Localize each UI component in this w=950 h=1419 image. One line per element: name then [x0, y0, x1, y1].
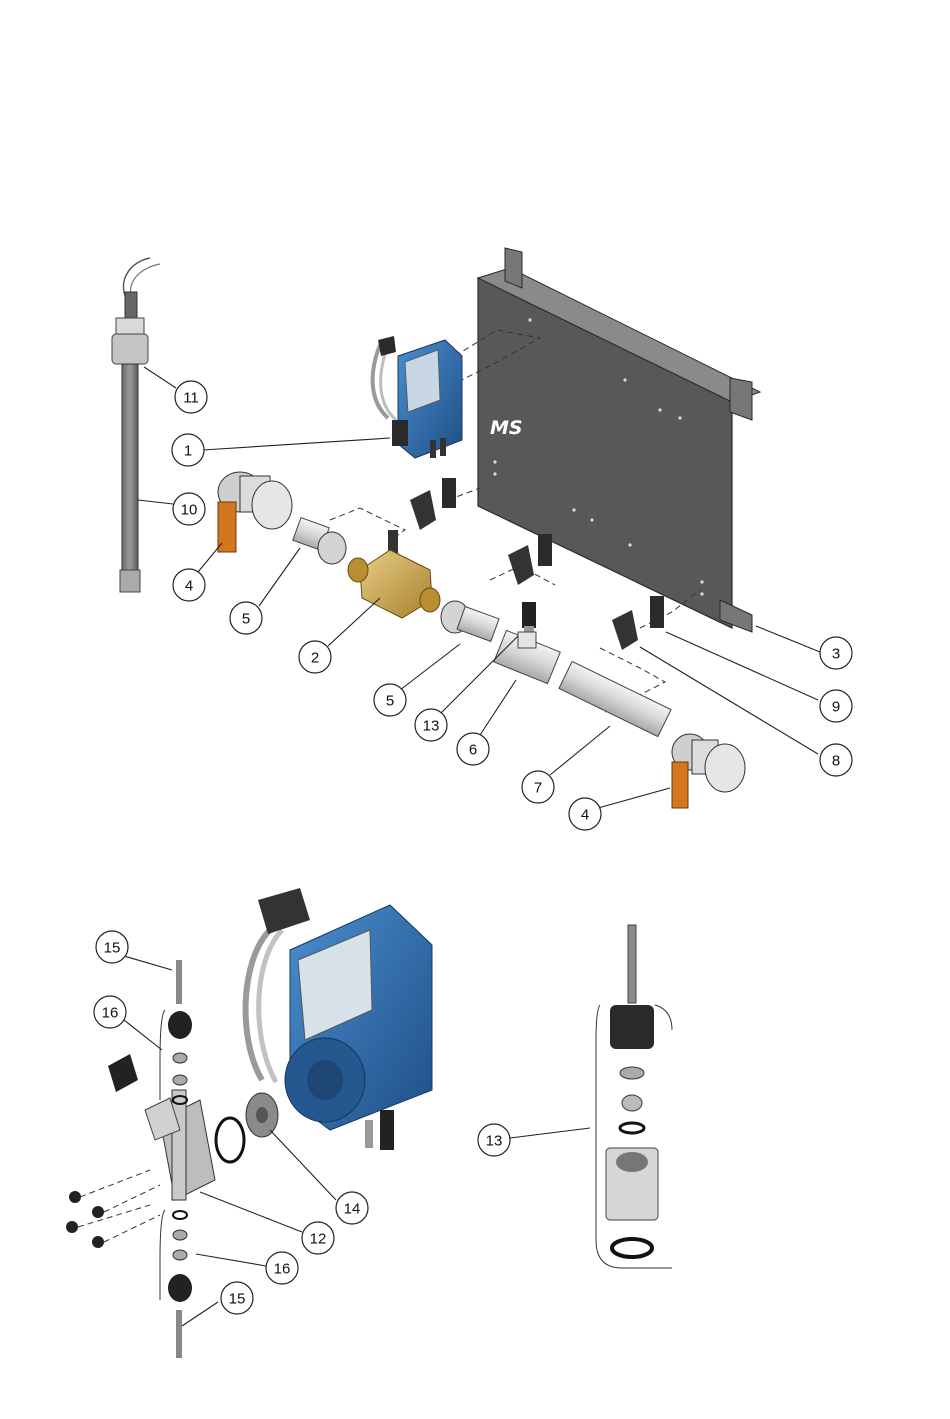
callout-13-top: 13	[415, 709, 447, 741]
callout-11: 11	[175, 381, 207, 413]
callout-16-top: 16	[94, 996, 126, 1028]
callout-4-left: 4	[173, 569, 205, 601]
svg-text:5: 5	[242, 611, 250, 628]
dosing-pump-top	[373, 336, 462, 458]
svg-text:15: 15	[104, 940, 121, 957]
svg-text:4: 4	[185, 578, 193, 595]
ball-valve-left	[218, 472, 292, 552]
pipe-straight	[559, 661, 671, 736]
pipe-union-5a	[293, 518, 346, 564]
svg-text:10: 10	[181, 502, 198, 519]
callout-8: 8	[820, 744, 852, 776]
callout-5-right: 5	[374, 684, 406, 716]
callout-3: 3	[820, 637, 852, 669]
probe-assembly	[112, 258, 160, 592]
svg-text:11: 11	[183, 390, 199, 407]
callout-1: 1	[172, 434, 204, 466]
callout-15-top: 15	[96, 931, 128, 963]
svg-text:13: 13	[423, 718, 440, 735]
svg-text:13: 13	[486, 1133, 503, 1150]
callout-13-bottom: 13	[478, 1124, 510, 1156]
brass-flow-body	[348, 530, 440, 618]
svg-text:6: 6	[469, 742, 477, 759]
svg-text:3: 3	[832, 646, 840, 663]
callout-4-right: 4	[569, 798, 601, 830]
diaphragm-and-oring	[216, 1093, 278, 1162]
svg-text:14: 14	[344, 1201, 361, 1218]
callout-6: 6	[457, 733, 489, 765]
valve-stack-lower	[160, 1210, 192, 1358]
svg-text:8: 8	[832, 753, 840, 770]
svg-text:15: 15	[229, 1291, 246, 1308]
callout-5-left: 5	[230, 602, 262, 634]
svg-text:7: 7	[534, 780, 542, 797]
svg-text:2: 2	[311, 650, 319, 667]
svg-text:5: 5	[386, 693, 394, 710]
callout-12: 12	[302, 1222, 334, 1254]
callout-16-bottom: 16	[266, 1252, 298, 1284]
injection-valve-detail	[596, 925, 672, 1268]
pipe-tee	[494, 630, 561, 683]
callout-9: 9	[820, 690, 852, 722]
callout-2: 2	[299, 641, 331, 673]
callout-15-bottom: 15	[221, 1282, 253, 1314]
svg-text:4: 4	[581, 807, 589, 824]
svg-text:9: 9	[832, 699, 840, 716]
callout-10: 10	[173, 493, 205, 525]
pipe-union-5b	[441, 601, 499, 641]
callout-14: 14	[336, 1192, 368, 1224]
screws-and-nuts	[66, 1170, 160, 1248]
svg-text:16: 16	[102, 1005, 119, 1022]
valve-stack-upper	[160, 960, 192, 1104]
callout-7: 7	[522, 771, 554, 803]
svg-text:12: 12	[310, 1231, 327, 1248]
svg-text:16: 16	[274, 1261, 291, 1278]
ball-valve-right	[672, 734, 745, 808]
brand-logo: MS	[490, 417, 523, 439]
pump-head	[108, 1054, 215, 1200]
svg-text:1: 1	[184, 443, 192, 460]
